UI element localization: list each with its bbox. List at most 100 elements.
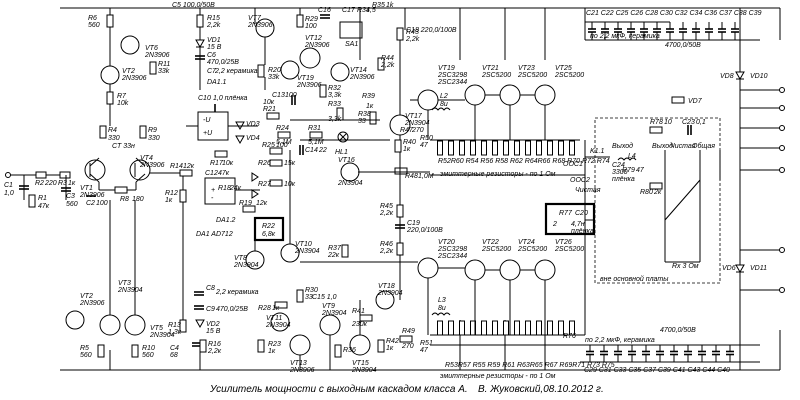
r5-label: R5 [80, 345, 89, 352]
vt4-type: 2N3906 [139, 162, 165, 169]
vt3-type: 2N3904 [117, 287, 143, 294]
r79-label: R79 [622, 167, 635, 174]
r45-label: R45 [380, 203, 393, 210]
r7-value: 10k [117, 100, 129, 107]
opamp-da12: + - C12 47к R18 24к DA1.2 DA1 AD712 R19 … [196, 170, 268, 238]
vt12-type: 2N3906 [304, 42, 330, 49]
r31-value: 5,1M [308, 139, 324, 146]
vt13-label: VT13 [290, 360, 307, 367]
c18-label: C18 220,0/100В [406, 27, 457, 34]
vt26-type: 2SC5200 [554, 246, 584, 253]
vt23-type: 2SC5200 [517, 72, 547, 79]
r4-value: 330 [108, 135, 120, 142]
emitter-resistor-top-5 [492, 140, 498, 156]
r18-label: R18 [218, 185, 231, 192]
r3-value: 1к [68, 180, 76, 187]
emitter-resistor-bottom-0 [437, 320, 443, 336]
vt2b-label: VT2 [80, 293, 93, 300]
terminal-5 [779, 247, 785, 253]
r35-value: 1k [386, 2, 394, 9]
r77-label: R77 [559, 210, 573, 217]
vt14-label: VT14 [350, 67, 367, 74]
vt22-type: 2SC5200 [481, 246, 511, 253]
vd10-label: VD10 [750, 73, 768, 80]
vt6-label: VT6 [145, 45, 158, 52]
c3-label: C3 [66, 193, 75, 200]
vt11-type: 2N3904 [265, 322, 291, 329]
r42-label: R42 [386, 338, 399, 345]
l4-label: L4 [628, 153, 636, 160]
r79-value: 47 [636, 167, 645, 174]
interconnect [235, 28, 594, 370]
diff-pair: VT1 2N3906 VT4 2N3906 R4 330 R9 330 CT 3… [79, 125, 165, 207]
r46-value: 2,2к [379, 248, 394, 255]
c20-label: C20 [575, 210, 588, 217]
r39-value: 1к [366, 103, 374, 110]
c9-label: C9 [206, 306, 215, 313]
r13-label: R13 [168, 322, 181, 329]
r-top-row: R52R60 R54 R56 R58 R62 R64R66 R68 R70 R7… [438, 158, 610, 165]
c2-value: 100 [96, 200, 108, 207]
r9-value: 330 [148, 135, 160, 142]
c24-film: плёнка [612, 176, 635, 183]
r34-value: 1,5 [366, 7, 376, 14]
emitter-resistor-top-7 [514, 140, 520, 156]
c13-value: 100 [285, 92, 297, 99]
emitter-row-top: R50 47 R52R60 R54 R56 R58 R62 R64R66 R68… [420, 135, 610, 178]
r6-label: R6 [88, 15, 97, 22]
r6-value: 560 [88, 22, 100, 29]
r29-value: 100 [305, 23, 317, 30]
vt5-label: VT5 [150, 325, 163, 332]
emitter-resistor-top-1 [448, 140, 454, 156]
driver-lower: R45 2,2к C19 220,0/100В R46 2,2к [379, 200, 443, 300]
r32-label: R32 [328, 85, 341, 92]
r23-label: R23 [268, 341, 281, 348]
emit-bot-note: эмиттерные резисторы - по 1 Ом [440, 373, 556, 380]
vt25-type: 2SC5200 [554, 72, 584, 79]
r21-label: R21 [263, 106, 276, 113]
r16-label: R16 [208, 341, 221, 348]
vt10-label: VT10 [295, 241, 312, 248]
r28-label: R28 [258, 305, 271, 312]
right-rail: VD8 VD10 VD7 VD6 VD11 [671, 8, 785, 370]
r80-label: R80 [640, 189, 653, 196]
r50-label: R50 [420, 135, 433, 142]
vt26-label: VT26 [555, 239, 572, 246]
vt9-label: VT9 [322, 303, 335, 310]
emitter-resistor-top-12 [569, 140, 575, 156]
c5-label: C5 100,0/50В [172, 2, 215, 9]
c7-value: 2,2 керамика [214, 68, 258, 75]
vt20-type2: 2SC2344 [437, 253, 467, 260]
chistaya-left: Чистая [575, 187, 601, 194]
r8-value: 180 [132, 196, 144, 203]
r12-label: R12 [165, 190, 178, 197]
c6-value: 470,0/25В [207, 59, 239, 66]
vd1-value: 15 В [207, 44, 222, 51]
svg-text:-: - [211, 195, 214, 202]
ct-label: CT 33н [112, 143, 135, 150]
l2-value: 8u [440, 101, 448, 108]
r15-label: R15 [207, 15, 220, 22]
ooc2-label: ООС2 [570, 177, 590, 184]
emitter-resistor-top-0 [437, 140, 443, 156]
vyhod-right: Выход [652, 142, 673, 150]
l3-value: 8u [438, 305, 446, 312]
caps-top-value: 4700,0/50В [665, 42, 701, 49]
emitter-resistor-bottom-6 [503, 320, 509, 336]
r78-value: 10 [664, 119, 672, 126]
c10-label: C10 [198, 95, 211, 102]
c24-value: 3300 [612, 169, 628, 176]
r2-value: 220 [44, 180, 57, 187]
vt6-source: VT6 2N3906 R6 560 R11 33k VT2 2N3906 R7 … [88, 14, 170, 126]
r22-value: 6,8к [262, 231, 276, 238]
r19-value: 12к [256, 200, 268, 207]
svg-text:+U: +U [203, 130, 213, 137]
c4-label: C4 [170, 345, 179, 352]
rx-label: Rх 3 Ом [672, 263, 699, 270]
caps-bottom-note: по 2,2 мкФ, керамика [585, 337, 655, 344]
vt7-type: 2N3906 [247, 22, 273, 29]
vt15-label: VT15 [352, 360, 369, 367]
emitter-resistor-top-2 [459, 140, 465, 156]
r37-value: 22к [327, 252, 340, 259]
vyhod-left: Выход [612, 142, 633, 150]
